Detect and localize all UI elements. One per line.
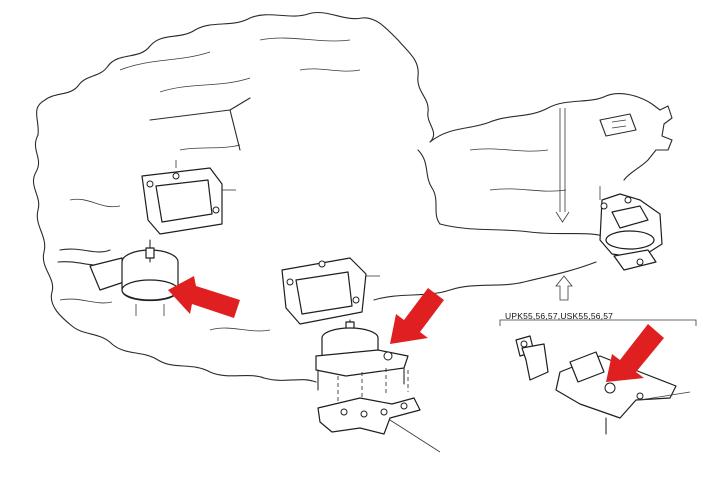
- variant-label: UPK55,56,57,USK55,56,57: [505, 311, 614, 321]
- down-guide-arrow: [555, 108, 570, 223]
- highlight-arrow-left: [168, 276, 240, 318]
- front-left-engine-mount: [89, 239, 179, 316]
- rear-transmission-mount: [599, 186, 663, 271]
- front-right-engine-mount: [315, 319, 409, 404]
- engine-lower-edge: [263, 377, 317, 383]
- front-right-base-plate: [317, 397, 441, 453]
- rear-mount-variant: [515, 335, 691, 435]
- engine-block-outline: [32, 12, 435, 379]
- front-right-mount-bracket: [281, 257, 380, 325]
- transmission-lower-edge: [373, 261, 597, 301]
- highlight-arrow-middle: [390, 288, 444, 344]
- up-guide-arrow: [555, 275, 573, 301]
- front-left-mount-bracket: [141, 160, 236, 235]
- variant-box: [499, 319, 697, 326]
- highlight-arrow-right: [606, 324, 664, 382]
- transmission-outline: [417, 93, 673, 239]
